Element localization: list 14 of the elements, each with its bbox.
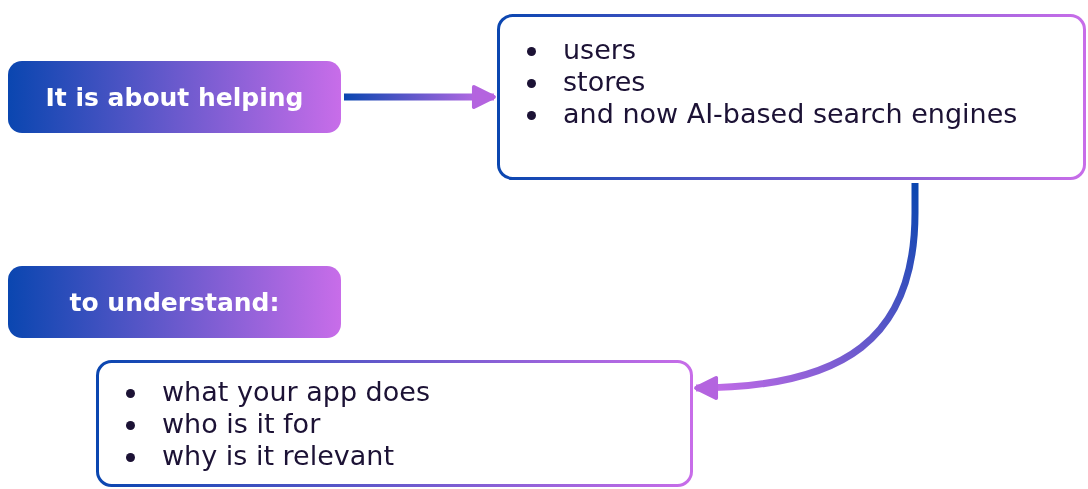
arrow [344,85,496,109]
list-item: stores [563,66,646,97]
label-box [8,61,341,133]
list-item: why is it relevant [162,440,395,471]
bullet-list-box [497,14,1086,180]
box-label: to understand: [69,287,280,317]
label-box [8,266,341,338]
list-item: users [563,34,636,65]
box-label: It is about helping [45,82,304,112]
bullet-list-box [96,360,693,487]
arrow [694,183,919,400]
list-item: and now AI-based search engines [563,98,1018,129]
list-item: what your app does [162,376,430,407]
list-item: who is it for [162,408,321,439]
